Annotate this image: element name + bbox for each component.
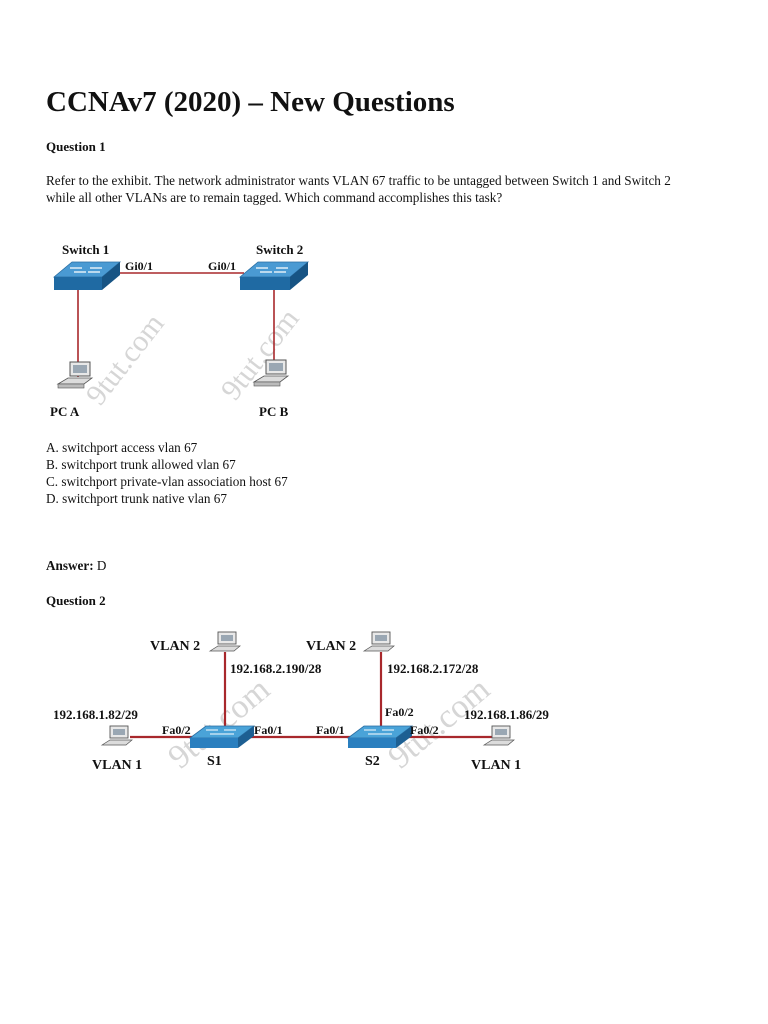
exhibit-2-diagram: 9tut.com 9tut.com VLA — [53, 631, 549, 776]
option-c: C. switchport private-vlan association h… — [46, 474, 288, 489]
watermark-text: 9tut.com — [80, 308, 171, 412]
option-a: A. switchport access vlan 67 — [46, 440, 198, 455]
switch-1-label: Switch 1 — [62, 242, 109, 257]
watermark: 9tut.com 9tut.com — [80, 303, 306, 412]
answer-line: Answer: D — [46, 558, 106, 574]
vlan1-right-label: VLAN 1 — [471, 758, 521, 773]
s2-label: S2 — [365, 754, 380, 769]
watermark-text: 9tut.com — [215, 303, 306, 407]
s2-port-up: Fa0/2 — [385, 705, 414, 719]
ip-vlan2-right: 192.168.2.172/28 — [387, 661, 479, 676]
ip-vlan2-left: 192.168.2.190/28 — [230, 661, 322, 676]
option-d: D. switchport trunk native vlan 67 — [46, 491, 227, 506]
question-1-text: Refer to the exhibit. The network admini… — [46, 173, 671, 205]
s2-port-left: Fa0/1 — [316, 723, 345, 737]
pc-b-icon — [252, 359, 290, 387]
switch-s1-icon — [188, 725, 256, 748]
vlan2-left-label: VLAN 2 — [150, 639, 200, 654]
port-label-switch-1: Gi0/1 — [125, 259, 153, 273]
answer-label: Answer: — [46, 558, 94, 573]
pc-vlan2-left-icon — [208, 631, 241, 652]
vlan1-left-label: VLAN 1 — [92, 758, 142, 773]
pc-vlan1-left-icon — [100, 725, 133, 746]
ip-vlan1-left: 192.168.1.82/29 — [53, 707, 138, 722]
pc-vlan2-right-icon — [362, 631, 395, 652]
ip-vlan1-right: 192.168.1.86/29 — [464, 707, 549, 722]
switch-1-icon — [52, 261, 122, 290]
pc-b-label: PC B — [259, 404, 289, 419]
s1-port-right: Fa0/1 — [254, 723, 283, 737]
page-title: CCNAv7 (2020) – New Questions — [46, 86, 455, 118]
option-b: B. switchport trunk allowed vlan 67 — [46, 457, 236, 472]
answer-value: D — [96, 558, 107, 573]
pc-vlan1-right-icon — [482, 725, 515, 746]
exhibit-1-diagram: 9tut.com 9tut.com Switch 1 Switch 2 Gi0/… — [50, 242, 310, 419]
switch-2-icon — [238, 261, 310, 290]
question-1-heading: Question 1 — [46, 139, 106, 154]
port-label-switch-2: Gi0/1 — [208, 259, 236, 273]
pc-a-icon — [56, 361, 94, 389]
vlan2-right-label: VLAN 2 — [306, 639, 356, 654]
switch-s2-icon — [346, 725, 414, 748]
switch-2-label: Switch 2 — [256, 242, 303, 257]
s1-label: S1 — [207, 754, 222, 769]
pc-a-label: PC A — [50, 404, 80, 419]
question-2-heading: Question 2 — [46, 593, 106, 608]
s1-port-left: Fa0/2 — [162, 723, 191, 737]
s2-port-right: Fa0/2 — [410, 723, 439, 737]
